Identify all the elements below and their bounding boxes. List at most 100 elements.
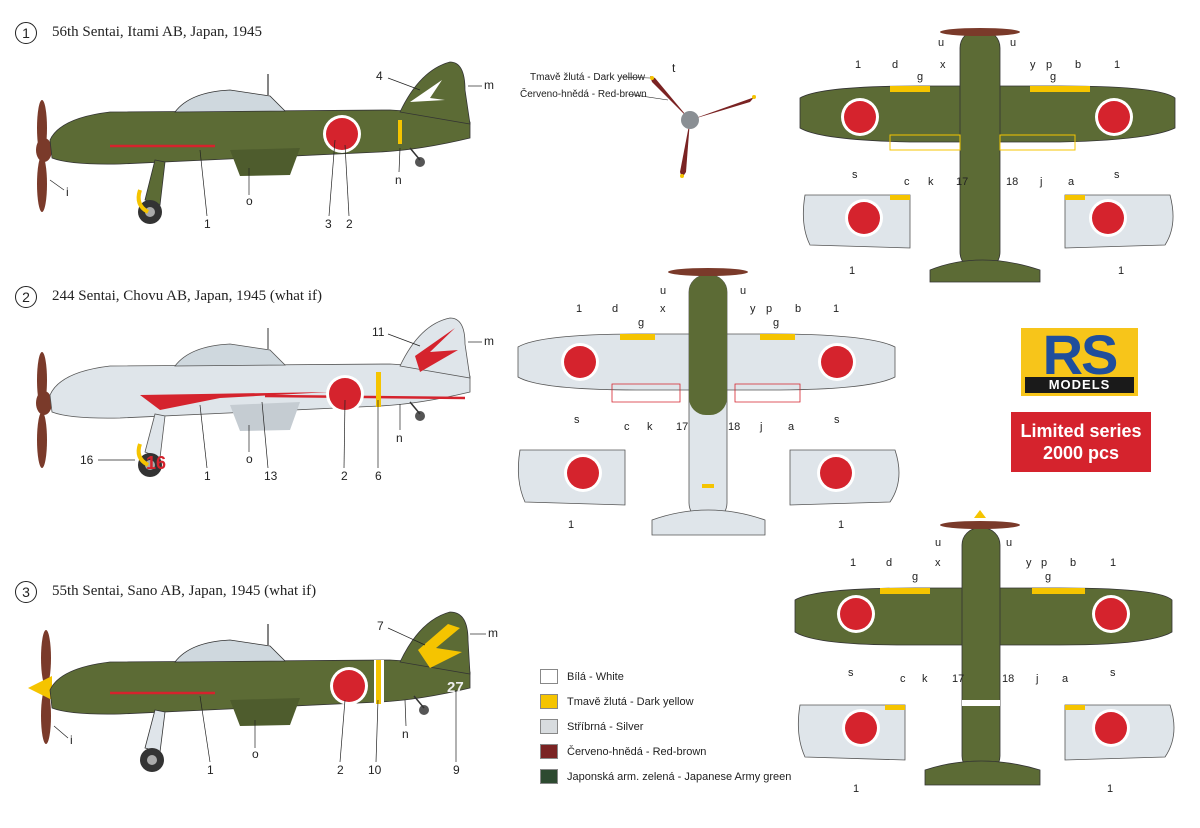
svg-text:1: 1: [576, 303, 582, 315]
svg-text:g: g: [917, 71, 923, 83]
svg-text:3: 3: [325, 217, 332, 231]
swatch-white: [540, 669, 558, 684]
svg-text:2: 2: [341, 469, 348, 483]
svg-text:c: c: [900, 673, 906, 685]
legend-label: Japonská arm. zelená - Japanese Army gre…: [567, 770, 792, 783]
svg-text:17: 17: [676, 421, 688, 433]
svg-text:s: s: [852, 169, 858, 181]
svg-text:s: s: [1114, 169, 1120, 181]
svg-text:o: o: [246, 452, 253, 466]
svg-text:16: 16: [80, 453, 94, 467]
prop-blade-label: Červeno-hnědá - Red-brown: [520, 89, 647, 100]
svg-text:b: b: [1075, 59, 1081, 71]
svg-text:j: j: [1039, 176, 1042, 188]
svg-text:i: i: [70, 733, 73, 747]
svg-text:p: p: [766, 303, 772, 315]
svg-text:k: k: [928, 176, 934, 188]
svg-text:b: b: [795, 303, 801, 315]
profile-caption-2: 244 Sentai, Chovu AB, Japan, 1945 (what …: [52, 288, 322, 304]
propeller-detail: t: [619, 61, 756, 178]
svg-text:k: k: [922, 673, 928, 685]
svg-text:1: 1: [833, 303, 839, 315]
rs-models-logo: RS MODELS: [1021, 323, 1138, 396]
svg-text:17: 17: [952, 673, 964, 685]
profile-caption-1: 56th Sentai, Itami AB, Japan, 1945: [52, 24, 262, 40]
legend-row-silver: Stříbrná - Silver: [540, 714, 791, 739]
legend-label: Bílá - White: [567, 670, 624, 683]
svg-text:1: 1: [1107, 783, 1113, 795]
svg-text:9: 9: [453, 763, 460, 777]
svg-text:s: s: [1110, 667, 1116, 679]
svg-text:1: 1: [838, 519, 844, 531]
svg-text:d: d: [886, 557, 892, 569]
legend-row-dark-yellow: Tmavě žlutá - Dark yellow: [540, 689, 791, 714]
svg-text:c: c: [904, 176, 910, 188]
svg-text:13: 13: [264, 469, 278, 483]
svg-text:m: m: [484, 334, 494, 348]
aircraft-profile-2: 16 11 m 16 1 o 13 2 6 n: [36, 317, 494, 483]
svg-text:18: 18: [1006, 176, 1018, 188]
svg-text:n: n: [402, 727, 409, 741]
limited-series-badge: Limited series 2000 pcs: [1011, 412, 1151, 472]
svg-text:s: s: [848, 667, 854, 679]
svg-text:1: 1: [1110, 557, 1116, 569]
legend-label: Stříbrná - Silver: [567, 720, 644, 733]
profile-number-3: 3: [15, 581, 37, 603]
svg-text:u: u: [1006, 537, 1012, 549]
svg-text:u: u: [660, 285, 666, 297]
svg-text:n: n: [396, 431, 403, 445]
svg-text:s: s: [834, 414, 840, 426]
hinomaru: [323, 115, 361, 153]
swatch-red-brown: [540, 744, 558, 759]
svg-text:18: 18: [1002, 673, 1014, 685]
svg-text:p: p: [1041, 557, 1047, 569]
svg-text:2: 2: [337, 763, 344, 777]
svg-text:17: 17: [956, 176, 968, 188]
svg-text:7: 7: [377, 619, 384, 633]
svg-text:11: 11: [372, 325, 385, 339]
logo-sub: MODELS: [1025, 377, 1134, 393]
svg-text:1: 1: [1118, 265, 1124, 277]
svg-text:o: o: [246, 194, 253, 208]
svg-text:6: 6: [375, 469, 382, 483]
legend-row-red-brown: Červeno-hnědá - Red-brown: [540, 739, 791, 764]
svg-text:p: p: [1046, 59, 1052, 71]
svg-text:a: a: [788, 421, 795, 433]
svg-text:d: d: [892, 59, 898, 71]
color-legend: Bílá - White Tmavě žlutá - Dark yellow S…: [540, 664, 791, 789]
legend-label: Tmavě žlutá - Dark yellow: [567, 695, 694, 708]
fuselage-code-27: 27: [447, 679, 464, 696]
profile-caption-3: 55th Sentai, Sano AB, Japan, 1945 (what …: [52, 583, 317, 599]
svg-text:u: u: [935, 537, 941, 549]
svg-text:y: y: [1026, 557, 1032, 569]
badge-line-2: 2000 pcs: [1042, 443, 1120, 463]
svg-text:1: 1: [204, 217, 211, 231]
svg-text:1: 1: [853, 783, 859, 795]
svg-text:u: u: [938, 37, 944, 49]
svg-text:s: s: [574, 414, 580, 426]
svg-text:o: o: [252, 747, 259, 761]
logo-brand: RS: [1042, 323, 1119, 386]
svg-text:4: 4: [376, 69, 383, 83]
svg-text:g: g: [638, 317, 644, 329]
svg-text:g: g: [1045, 571, 1051, 583]
svg-text:1: 1: [849, 265, 855, 277]
svg-text:m: m: [484, 78, 494, 92]
svg-text:x: x: [935, 557, 941, 569]
svg-text:g: g: [1050, 71, 1056, 83]
svg-text:1: 1: [204, 469, 211, 483]
svg-text:18: 18: [728, 421, 740, 433]
svg-text:1: 1: [855, 59, 861, 71]
svg-text:g: g: [912, 571, 918, 583]
svg-text:g: g: [773, 317, 779, 329]
svg-text:j: j: [759, 421, 762, 433]
fuselage-code-16: 16: [146, 453, 166, 473]
badge-line-1: Limited series: [1020, 421, 1142, 441]
svg-text:a: a: [1062, 673, 1069, 685]
svg-text:y: y: [1030, 59, 1036, 71]
svg-text:d: d: [612, 303, 618, 315]
svg-text:i: i: [66, 185, 69, 199]
